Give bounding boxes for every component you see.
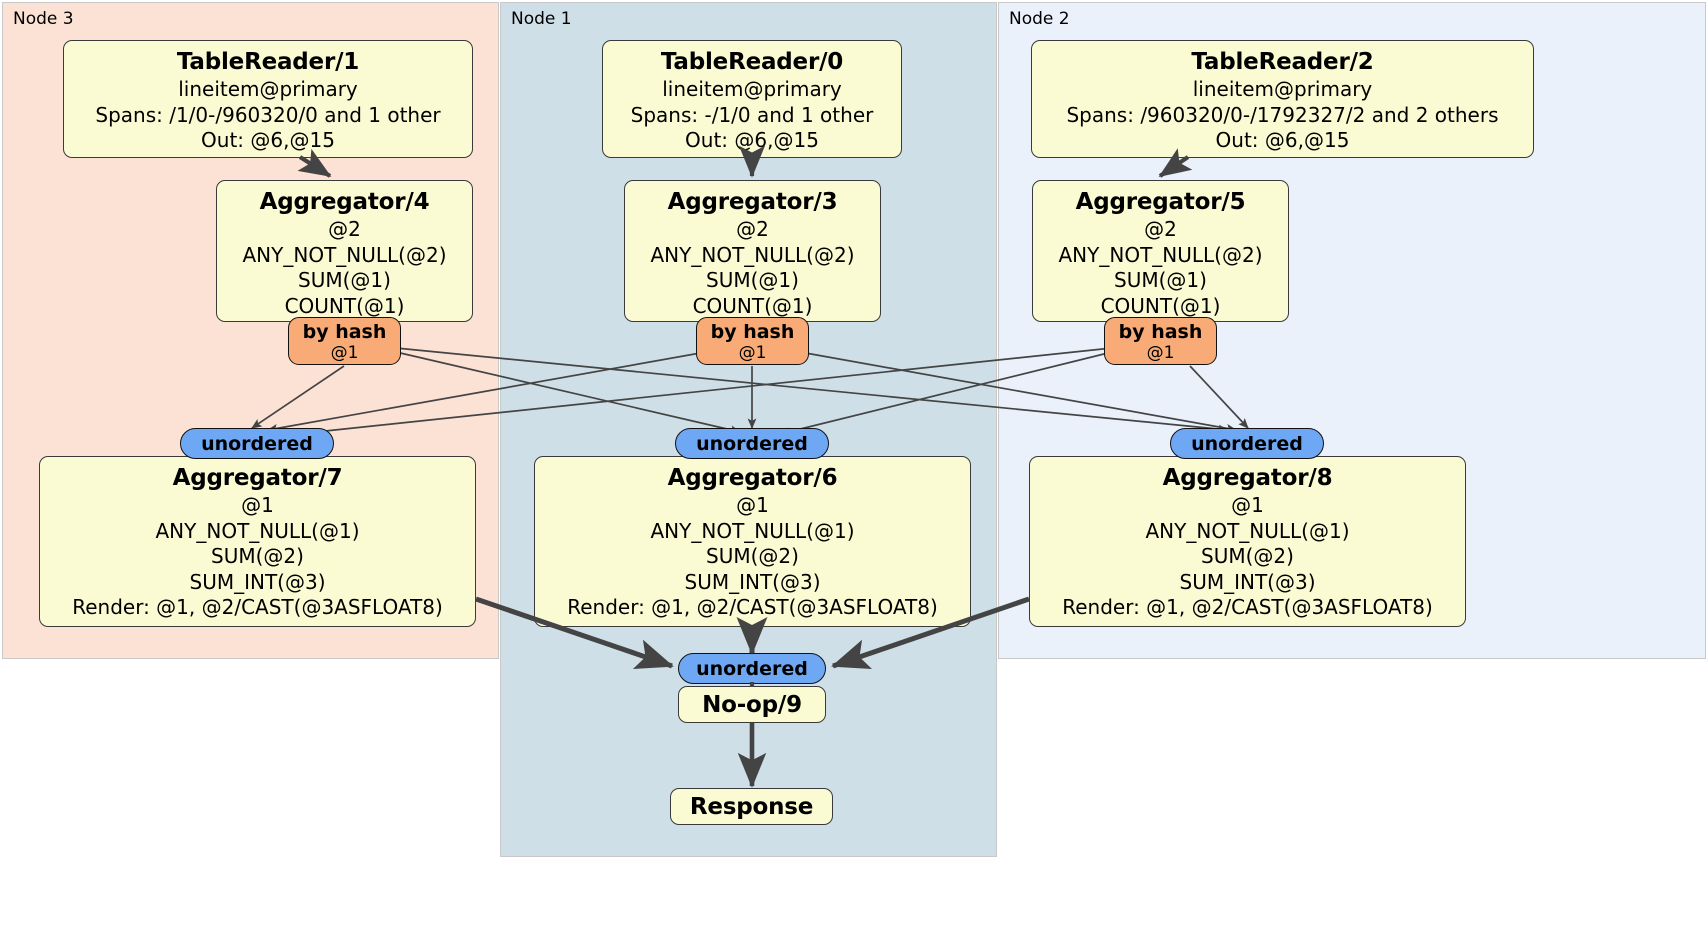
input-sync-right[interactable]: unordered — [1170, 428, 1324, 459]
processor-detail-line: Spans: /960320/0-/1792327/2 and 2 others — [1066, 102, 1499, 127]
hash-router-column: @1 — [330, 343, 359, 363]
processor-detail-line: ANY_NOT_NULL(@1) — [155, 518, 360, 543]
processor-detail-line: SUM(@1) — [706, 268, 799, 292]
input-sync-center[interactable]: unordered — [675, 428, 829, 459]
final-input-sync[interactable]: unordered — [678, 653, 826, 684]
processor-detail-line: @2 — [1144, 217, 1177, 241]
processor-title: No-op/9 — [702, 691, 802, 718]
processor-detail-line: COUNT(@1) — [692, 293, 813, 318]
processor-detail-line: SUM(@2) — [211, 544, 304, 568]
input-sync-label: unordered — [201, 432, 313, 455]
processor-detail-line: lineitem@primary — [178, 77, 358, 101]
hash-router-center[interactable]: by hash @1 — [696, 317, 809, 365]
processor-detail-line: @1 — [241, 493, 274, 517]
processor-table-reader-2[interactable]: TableReader/2 lineitem@primary Spans: /9… — [1031, 40, 1534, 158]
processor-aggregator-6[interactable]: Aggregator/6 @1 ANY_NOT_NULL(@1) SUM(@2)… — [534, 456, 971, 627]
processor-detail-line: ANY_NOT_NULL(@2) — [242, 242, 447, 267]
processor-title: Aggregator/6 — [667, 465, 838, 491]
hash-router-label: by hash — [302, 321, 387, 343]
processor-detail-line: SUM(@1) — [298, 268, 391, 292]
processor-detail-line: lineitem@primary — [662, 77, 842, 101]
processor-aggregator-8[interactable]: Aggregator/8 @1 ANY_NOT_NULL(@1) SUM(@2)… — [1029, 456, 1466, 627]
hash-router-label: by hash — [1118, 321, 1203, 343]
processor-detail-line: ANY_NOT_NULL(@1) — [650, 518, 855, 543]
processor-detail-line: COUNT(@1) — [284, 293, 405, 318]
hash-router-column: @1 — [1146, 343, 1175, 363]
processor-detail-line: @2 — [736, 217, 769, 241]
processor-detail-line: Out: @6,@15 — [1215, 128, 1350, 152]
processor-aggregator-3[interactable]: Aggregator/3 @2 ANY_NOT_NULL(@2) SUM(@1)… — [624, 180, 881, 322]
input-sync-label: unordered — [1191, 432, 1303, 455]
processor-detail-line: COUNT(@1) — [1100, 293, 1221, 318]
processor-title: Aggregator/7 — [172, 465, 343, 491]
processor-detail-line: SUM(@2) — [706, 544, 799, 568]
processor-detail-line: ANY_NOT_NULL(@2) — [650, 242, 855, 267]
hash-router-label: by hash — [710, 321, 795, 343]
processor-detail-line: @1 — [736, 493, 769, 517]
processor-title: Aggregator/4 — [259, 189, 430, 215]
processor-detail-line: SUM(@1) — [1114, 268, 1207, 292]
hash-router-column: @1 — [738, 343, 767, 363]
processor-detail-line: Out: @6,@15 — [685, 128, 819, 152]
node-region-label-node1: Node 1 — [511, 9, 572, 29]
node-region-label-node2: Node 2 — [1009, 9, 1070, 29]
processor-render-line: Render: @1, @2/CAST(@3ASFLOAT8) — [72, 595, 443, 619]
processor-title: TableReader/1 — [176, 49, 360, 75]
processor-aggregator-5[interactable]: Aggregator/5 @2 ANY_NOT_NULL(@2) SUM(@1)… — [1032, 180, 1289, 322]
node-region-label-node3: Node 3 — [13, 9, 74, 29]
processor-table-reader-1[interactable]: TableReader/1 lineitem@primary Spans: /1… — [63, 40, 473, 158]
processor-title: TableReader/2 — [1191, 49, 1374, 75]
processor-detail-line: @1 — [1231, 493, 1264, 517]
processor-title: Aggregator/5 — [1075, 189, 1246, 215]
processor-render-line: Render: @1, @2/CAST(@3ASFLOAT8) — [1062, 595, 1433, 619]
processor-detail-line: ANY_NOT_NULL(@2) — [1058, 242, 1263, 267]
processor-detail-line: Out: @6,@15 — [201, 128, 335, 152]
processor-noop-9[interactable]: No-op/9 — [678, 686, 826, 723]
processor-title: TableReader/0 — [660, 49, 844, 75]
hash-router-right[interactable]: by hash @1 — [1104, 317, 1217, 365]
processor-detail-line: SUM_INT(@3) — [684, 569, 821, 594]
processor-detail-line: SUM_INT(@3) — [1179, 569, 1316, 594]
processor-detail-line: Spans: /1/0-/960320/0 and 1 other — [95, 102, 441, 127]
processor-detail-line: lineitem@primary — [1192, 77, 1373, 101]
processor-table-reader-0[interactable]: TableReader/0 lineitem@primary Spans: -/… — [602, 40, 902, 158]
processor-detail-line: @2 — [328, 217, 361, 241]
processor-detail-line: SUM(@2) — [1201, 544, 1294, 568]
input-sync-left[interactable]: unordered — [180, 428, 334, 459]
final-input-sync-label: unordered — [696, 657, 808, 680]
processor-detail-line: Spans: -/1/0 and 1 other — [630, 102, 874, 127]
processor-response[interactable]: Response — [670, 788, 833, 825]
processor-title: Aggregator/3 — [667, 189, 838, 215]
processor-detail-line: ANY_NOT_NULL(@1) — [1145, 518, 1350, 543]
processor-detail-line: SUM_INT(@3) — [189, 569, 326, 594]
processor-render-line: Render: @1, @2/CAST(@3ASFLOAT8) — [567, 595, 938, 619]
processor-title: Aggregator/8 — [1162, 465, 1333, 491]
hash-router-left[interactable]: by hash @1 — [288, 317, 401, 365]
processor-aggregator-7[interactable]: Aggregator/7 @1 ANY_NOT_NULL(@1) SUM(@2)… — [39, 456, 476, 627]
processor-aggregator-4[interactable]: Aggregator/4 @2 ANY_NOT_NULL(@2) SUM(@1)… — [216, 180, 473, 322]
input-sync-label: unordered — [696, 432, 808, 455]
processor-title: Response — [689, 793, 814, 820]
